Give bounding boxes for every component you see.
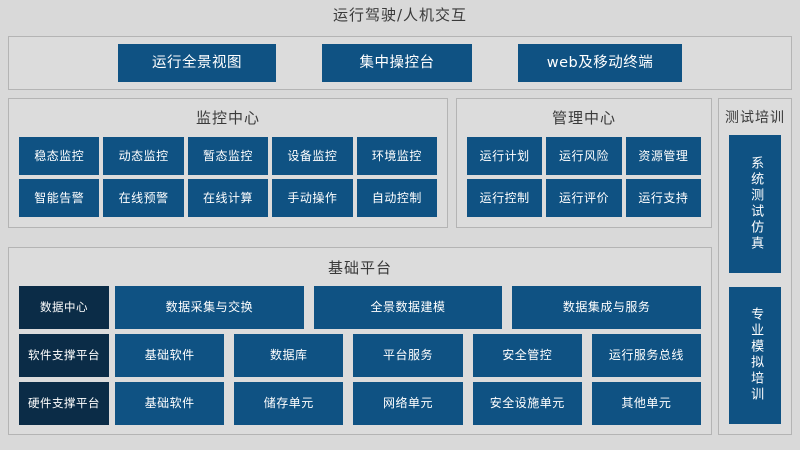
block-equipment-monitoring[interactable]: 设备监控 bbox=[272, 137, 353, 175]
block-online-early-warning[interactable]: 在线预警 bbox=[103, 179, 184, 217]
block-intelligent-alarm[interactable]: 智能告警 bbox=[19, 179, 100, 217]
block-operation-risk[interactable]: 运行风险 bbox=[546, 137, 622, 175]
interaction-layer-panel: 运行全景视图 集中操控台 web及移动终端 bbox=[8, 36, 792, 90]
block-resource-management[interactable]: 资源管理 bbox=[625, 137, 701, 175]
data-center-items: 数据采集与交换 全景数据建模 数据集成与服务 bbox=[115, 286, 702, 329]
block-panoramic-data-modeling[interactable]: 全景数据建模 bbox=[313, 286, 503, 329]
base-platform-body: 数据中心 数据采集与交换 全景数据建模 数据集成与服务 软件支撑平台 基础软件 … bbox=[19, 286, 702, 425]
block-system-test-simulation[interactable]: 系统测试仿真 bbox=[729, 135, 781, 273]
monitor-center-row-2: 智能告警 在线预警 在线计算 手动操作 自动控制 bbox=[19, 179, 438, 217]
block-other-unit[interactable]: 其他单元 bbox=[591, 382, 702, 425]
block-automatic-control[interactable]: 自动控制 bbox=[356, 179, 438, 217]
block-database[interactable]: 数据库 bbox=[234, 334, 344, 377]
label-data-center[interactable]: 数据中心 bbox=[19, 286, 109, 329]
base-platform-row-software-support: 软件支撑平台 基础软件 数据库 平台服务 安全管控 运行服务总线 bbox=[19, 334, 702, 377]
label-hardware-support-platform[interactable]: 硬件支撑平台 bbox=[19, 382, 109, 425]
base-platform-title: 基础平台 bbox=[327, 259, 392, 277]
management-center-row-1: 运行计划 运行风险 资源管理 bbox=[467, 137, 701, 175]
management-center-title: 管理中心 bbox=[551, 109, 616, 127]
monitor-center-grid: 稳态监控 动态监控 暂态监控 设备监控 环境监控 智能告警 在线预警 在线计算 … bbox=[19, 137, 438, 217]
base-platform-row-data-center: 数据中心 数据采集与交换 全景数据建模 数据集成与服务 bbox=[19, 286, 702, 329]
block-steady-state-monitoring[interactable]: 稳态监控 bbox=[19, 137, 100, 175]
block-data-integration-service[interactable]: 数据集成与服务 bbox=[512, 286, 702, 329]
monitor-center-panel: 监控中心 稳态监控 动态监控 暂态监控 设备监控 环境监控 智能告警 在线预警 … bbox=[8, 98, 448, 228]
block-data-acquisition-exchange[interactable]: 数据采集与交换 bbox=[115, 286, 304, 329]
block-central-console[interactable]: 集中操控台 bbox=[322, 44, 472, 82]
block-panorama-view[interactable]: 运行全景视图 bbox=[118, 44, 276, 82]
monitor-center-title: 监控中心 bbox=[195, 109, 260, 127]
block-operation-plan[interactable]: 运行计划 bbox=[467, 137, 543, 175]
block-basic-software[interactable]: 基础软件 bbox=[115, 334, 225, 377]
monitor-center-row-1: 稳态监控 动态监控 暂态监控 设备监控 环境监控 bbox=[19, 137, 438, 175]
testing-training-panel: 测试培训 系统测试仿真 专业模拟培训 bbox=[718, 98, 792, 435]
block-operation-evaluation[interactable]: 运行评价 bbox=[546, 179, 622, 217]
block-online-computation[interactable]: 在线计算 bbox=[187, 179, 269, 217]
block-web-mobile-terminal[interactable]: web及移动终端 bbox=[518, 44, 682, 82]
block-environment-monitoring[interactable]: 环境监控 bbox=[356, 137, 438, 175]
testing-training-title: 测试培训 bbox=[725, 110, 785, 126]
software-support-items: 基础软件 数据库 平台服务 安全管控 运行服务总线 bbox=[115, 334, 702, 377]
testing-training-stack: 系统测试仿真 专业模拟培训 bbox=[729, 135, 781, 424]
block-transient-monitoring[interactable]: 暂态监控 bbox=[187, 137, 269, 175]
block-network-unit[interactable]: 网络单元 bbox=[353, 382, 463, 425]
label-software-support-platform[interactable]: 软件支撑平台 bbox=[19, 334, 109, 377]
interaction-layer-row: 运行全景视图 集中操控台 web及移动终端 bbox=[9, 37, 791, 89]
block-storage-unit[interactable]: 储存单元 bbox=[234, 382, 344, 425]
block-professional-simulation-training[interactable]: 专业模拟培训 bbox=[729, 286, 781, 424]
management-center-panel: 管理中心 运行计划 运行风险 资源管理 运行控制 运行评价 运行支持 bbox=[456, 98, 712, 228]
block-security-control[interactable]: 安全管控 bbox=[472, 334, 582, 377]
block-operation-service-bus[interactable]: 运行服务总线 bbox=[591, 334, 702, 377]
base-platform-row-hardware-support: 硬件支撑平台 基础软件 储存单元 网络单元 安全设施单元 其他单元 bbox=[19, 382, 702, 425]
hardware-support-items: 基础软件 储存单元 网络单元 安全设施单元 其他单元 bbox=[115, 382, 702, 425]
block-security-facility-unit[interactable]: 安全设施单元 bbox=[472, 382, 582, 425]
management-center-row-2: 运行控制 运行评价 运行支持 bbox=[467, 179, 701, 217]
block-dynamic-monitoring[interactable]: 动态监控 bbox=[103, 137, 184, 175]
block-operation-control[interactable]: 运行控制 bbox=[467, 179, 543, 217]
base-platform-panel: 基础平台 数据中心 数据采集与交换 全景数据建模 数据集成与服务 软件支撑平台 … bbox=[8, 247, 712, 435]
block-operation-support[interactable]: 运行支持 bbox=[625, 179, 701, 217]
page-title: 运行驾驶/人机交互 bbox=[332, 6, 468, 24]
management-center-grid: 运行计划 运行风险 资源管理 运行控制 运行评价 运行支持 bbox=[467, 137, 701, 217]
block-basic-software-hardware[interactable]: 基础软件 bbox=[115, 382, 225, 425]
block-manual-operation[interactable]: 手动操作 bbox=[272, 179, 353, 217]
block-platform-service[interactable]: 平台服务 bbox=[353, 334, 463, 377]
